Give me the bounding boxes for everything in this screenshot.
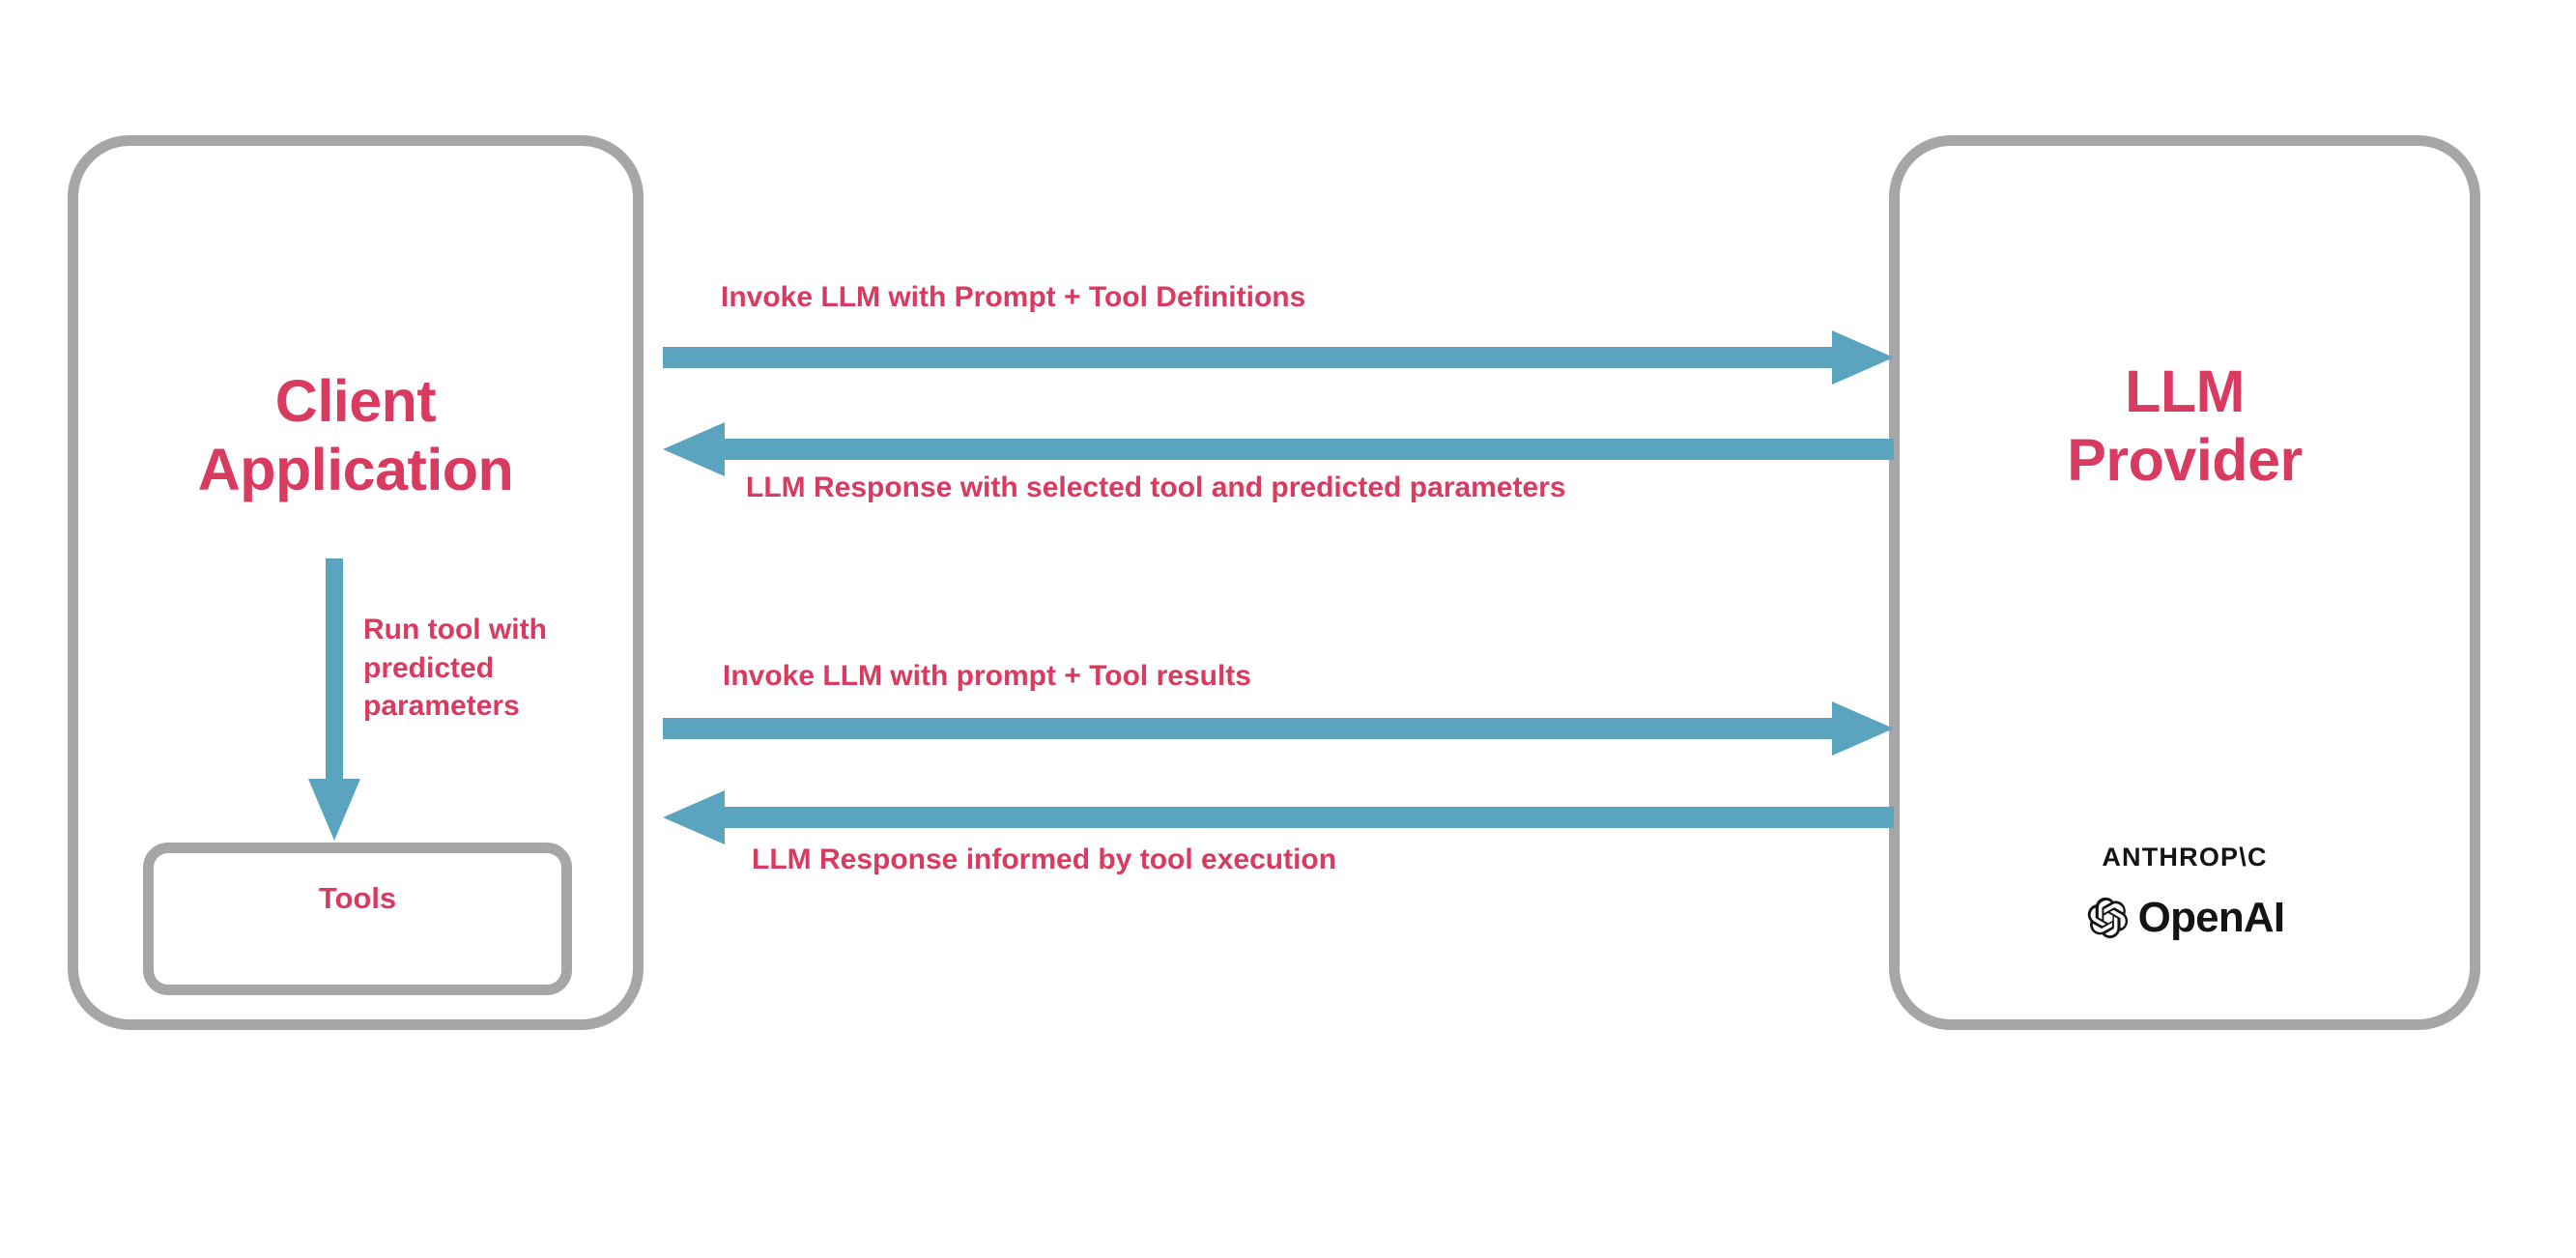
client-application-title: Client Application (197, 368, 514, 502)
openai-knot-icon (2087, 897, 2128, 939)
tools-label: Tools (318, 881, 397, 915)
flow-label-invoke-with-tool-definitions: Invoke LLM with Prompt + Tool Definition… (721, 281, 1306, 313)
llm-provider-node (1889, 135, 2480, 1030)
openai-wordmark: OpenAI (2137, 894, 2285, 941)
tools-node (143, 843, 572, 995)
flow-label-llm-response-informed: LLM Response informed by tool execution (752, 843, 1337, 875)
flow-arrow-invoke-with-tool-results (663, 701, 1894, 756)
anthropic-logo: ANTHROP\C (2102, 843, 2268, 872)
flow-arrow-llm-response-selected-tool (663, 422, 1894, 476)
flow-label-invoke-with-tool-results: Invoke LLM with prompt + Tool results (723, 660, 1251, 692)
run-tool-arrow (304, 558, 364, 841)
flow-arrow-invoke-with-tool-definitions (663, 330, 1894, 385)
openai-logo: OpenAI (1889, 894, 2480, 942)
flow-label-llm-response-selected-tool: LLM Response with selected tool and pred… (746, 472, 1566, 503)
llm-provider-title: LLM Provider (2067, 358, 2303, 493)
flow-arrow-llm-response-informed (663, 790, 1894, 844)
run-tool-label: Run tool with predicted parameters (363, 614, 547, 723)
